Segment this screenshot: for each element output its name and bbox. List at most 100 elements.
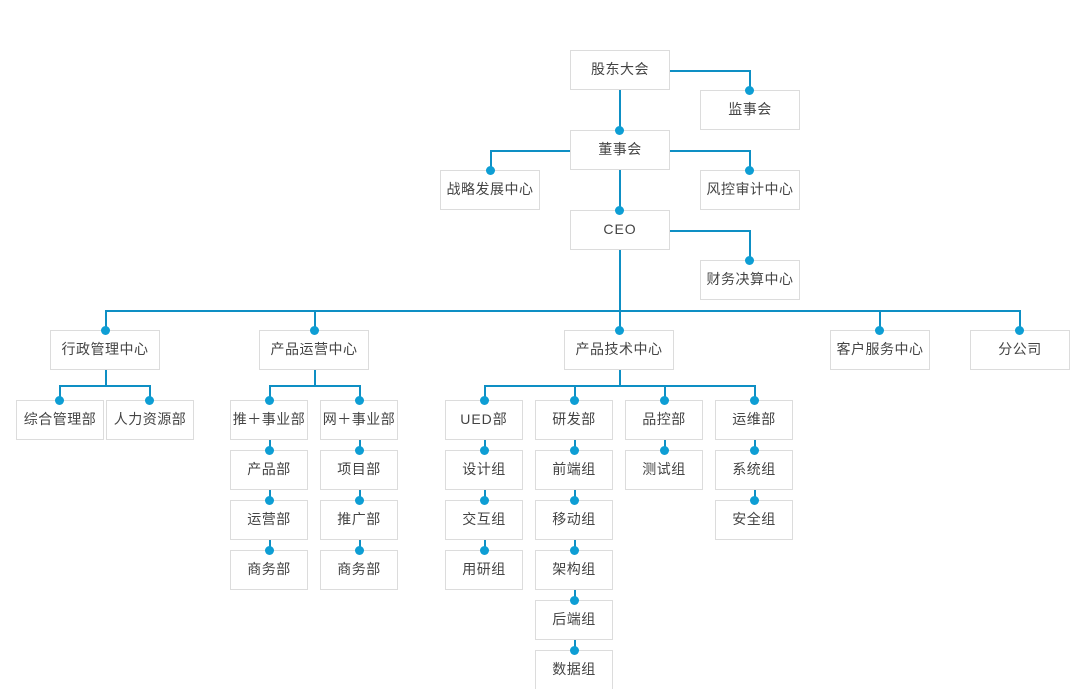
edge-rd-mobile [574,490,576,500]
node-tui-business-dept-label: 商务部 [247,561,291,578]
node-branch-company[interactable]: 分公司 [970,330,1070,370]
edge-opsctr-bar [269,385,361,387]
node-ued-dept[interactable]: UED部 [445,400,523,440]
node-wang-business-unit[interactable]: 网＋事业部 [320,400,398,440]
edge-admin-general [59,385,61,400]
edge-ued-design [484,440,486,450]
node-finance-center[interactable]: 财务决算中心 [700,260,800,300]
node-wang-project-dept-label: 项目部 [337,461,381,478]
node-quality-control-dept-label: 品控部 [642,411,686,428]
node-operations-maintenance-dept[interactable]: 运维部 [715,400,793,440]
node-frontend-group-label: 前端组 [552,461,596,478]
node-branch-company-label: 分公司 [998,341,1042,358]
node-wang-promotion-dept[interactable]: 推广部 [320,500,398,540]
node-data-group[interactable]: 数据组 [535,650,613,689]
edge-shareholders-board [619,90,621,130]
connector-dot-board [615,126,624,135]
edge-ceo-trunk [619,250,621,310]
node-supervisory-label: 监事会 [728,101,772,118]
edge-trunk-branch [1019,310,1021,330]
connector-dot-tech-rd [570,396,579,405]
node-strategy-center-label: 战略发展中心 [446,181,534,198]
edge-techctr-ops [754,385,756,400]
node-rd-dept[interactable]: 研发部 [535,400,613,440]
connector-dot-tui-product [265,446,274,455]
node-general-management-dept[interactable]: 综合管理部 [16,400,104,440]
connector-dot-ued-interact [480,496,489,505]
edge-trunk-techctr [619,310,621,330]
connector-dot-ued-design [480,446,489,455]
connector-dot-supervisory [745,86,754,95]
edge-opsctr-wang [359,385,361,400]
node-interaction-group-label: 交互组 [462,511,506,528]
connector-dot-ued-research [480,546,489,555]
node-product-tech-center[interactable]: 产品技术中心 [564,330,674,370]
connector-dot-admin-hr [145,396,154,405]
edge-tui-operate [269,490,271,500]
edge-main-trunk-bar [105,310,1021,312]
connector-dot-tech-ued [480,396,489,405]
edge-techctr-rd [574,385,576,400]
node-mobile-group[interactable]: 移动组 [535,500,613,540]
node-system-group-label: 系统组 [732,461,776,478]
node-quality-control-dept[interactable]: 品控部 [625,400,703,440]
connector-dot-riskaudit [745,166,754,175]
node-tui-product-dept-label: 产品部 [247,461,291,478]
connector-dot-customer [875,326,884,335]
node-test-group-label: 测试组 [642,461,686,478]
connector-dot-ops-wang [355,396,364,405]
node-operations-maintenance-dept-label: 运维部 [732,411,776,428]
node-user-research-group-label: 用研组 [462,561,506,578]
node-wang-business-dept[interactable]: 商务部 [320,550,398,590]
node-tui-business-dept[interactable]: 商务部 [230,550,308,590]
node-supervisory[interactable]: 监事会 [700,90,800,130]
node-board[interactable]: 董事会 [570,130,670,170]
node-shareholders-label: 股东大会 [591,61,649,78]
node-product-operations-center[interactable]: 产品运营中心 [259,330,369,370]
node-shareholders[interactable]: 股东大会 [570,50,670,90]
node-ceo[interactable]: CEO [570,210,670,250]
node-wang-project-dept[interactable]: 项目部 [320,450,398,490]
edge-trunk-admin [105,310,107,330]
edge-admin-hr [149,385,151,400]
node-system-group[interactable]: 系统组 [715,450,793,490]
node-finance-center-label: 财务决算中心 [706,271,794,288]
edge-ops-security [754,490,756,500]
node-backend-group[interactable]: 后端组 [535,600,613,640]
connector-dot-ops-system [750,446,759,455]
connector-dot-rd-mobile [570,496,579,505]
node-customer-service-center[interactable]: 客户服务中心 [830,330,930,370]
connector-dot-ops-tui [265,396,274,405]
node-tui-business-unit[interactable]: 推＋事业部 [230,400,308,440]
node-test-group[interactable]: 测试组 [625,450,703,490]
node-interaction-group[interactable]: 交互组 [445,500,523,540]
node-strategy-center[interactable]: 战略发展中心 [440,170,540,210]
node-board-label: 董事会 [598,141,642,158]
node-tui-operations-dept[interactable]: 运营部 [230,500,308,540]
edge-rd-backend [574,590,576,600]
node-admin-center[interactable]: 行政管理中心 [50,330,160,370]
connector-dot-strategy [486,166,495,175]
node-risk-audit-center-label: 风控审计中心 [706,181,794,198]
edge-wang-business [359,540,361,550]
connector-dot-ceo [615,206,624,215]
node-human-resources-dept[interactable]: 人力资源部 [106,400,194,440]
node-frontend-group[interactable]: 前端组 [535,450,613,490]
node-design-group[interactable]: 设计组 [445,450,523,490]
node-risk-audit-center[interactable]: 风控审计中心 [700,170,800,210]
node-ued-dept-label: UED部 [460,411,508,428]
connector-dot-finance [745,256,754,265]
node-data-group-label: 数据组 [552,661,596,678]
connector-dot-wang-promote [355,496,364,505]
edge-ceo-finance-v [749,230,751,260]
connector-dot-opsctr [310,326,319,335]
connector-dot-admin [101,326,110,335]
node-architecture-group[interactable]: 架构组 [535,550,613,590]
node-wang-promotion-dept-label: 推广部 [337,511,381,528]
node-user-research-group[interactable]: 用研组 [445,550,523,590]
node-tui-product-dept[interactable]: 产品部 [230,450,308,490]
node-security-group[interactable]: 安全组 [715,500,793,540]
connector-dot-rd-backend [570,596,579,605]
connector-dot-techctr [615,326,624,335]
node-wang-business-dept-label: 商务部 [337,561,381,578]
